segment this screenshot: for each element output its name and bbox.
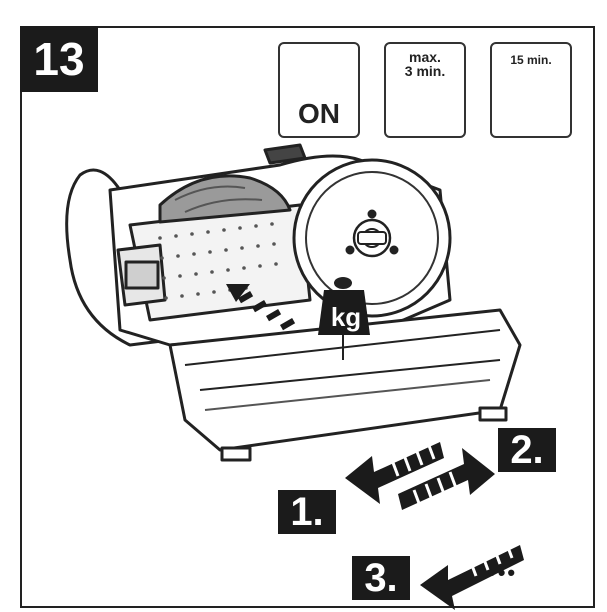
arrow-2 bbox=[398, 448, 495, 510]
power-on-label: ON bbox=[298, 98, 340, 129]
step-2-label: 2. bbox=[498, 428, 556, 472]
step-number-badge: 13 bbox=[20, 26, 98, 92]
push-arrow bbox=[226, 284, 296, 331]
weight-icon bbox=[318, 277, 370, 360]
pause-label: 15 min. bbox=[510, 53, 552, 67]
power-on-box: ON bbox=[278, 42, 360, 138]
step-number: 13 bbox=[33, 33, 85, 85]
step-3-text: 3. bbox=[364, 555, 398, 600]
step-1-text: 1. bbox=[290, 489, 324, 534]
max-time-label: max. 3 min. bbox=[404, 49, 446, 79]
step-3-label: 3. bbox=[352, 556, 410, 600]
step-1-label: 1. bbox=[278, 490, 336, 534]
max-time-box: max. 3 min. bbox=[384, 42, 466, 138]
continue-ellipsis: ••• bbox=[488, 560, 518, 585]
pause-box: 15 min. bbox=[490, 42, 572, 138]
weight-label: kg bbox=[330, 301, 362, 332]
step-2-text: 2. bbox=[510, 427, 544, 472]
